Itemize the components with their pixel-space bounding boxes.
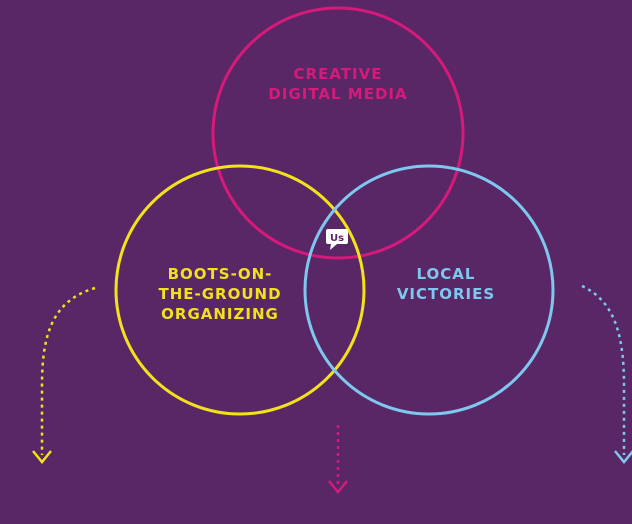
- creative-digital-media-label: CREATIVE DIGITAL MEDIA: [268, 65, 408, 103]
- local-victories-label: LOCAL VICTORIES: [396, 265, 496, 303]
- right-arrow: [581, 284, 632, 464]
- center-arrow: [328, 425, 348, 494]
- boots-on-the-ground-label: BOOTS-ON- THE-GROUND ORGANIZING: [158, 265, 282, 323]
- center-badge-text: Us: [330, 233, 344, 244]
- speech-bubble-icon: Us: [326, 229, 348, 250]
- local-victories-circle: [303, 164, 555, 416]
- left-arrow: [32, 286, 96, 464]
- creative-digital-media-circle: [211, 6, 465, 260]
- boots-on-the-ground-circle: [114, 164, 366, 416]
